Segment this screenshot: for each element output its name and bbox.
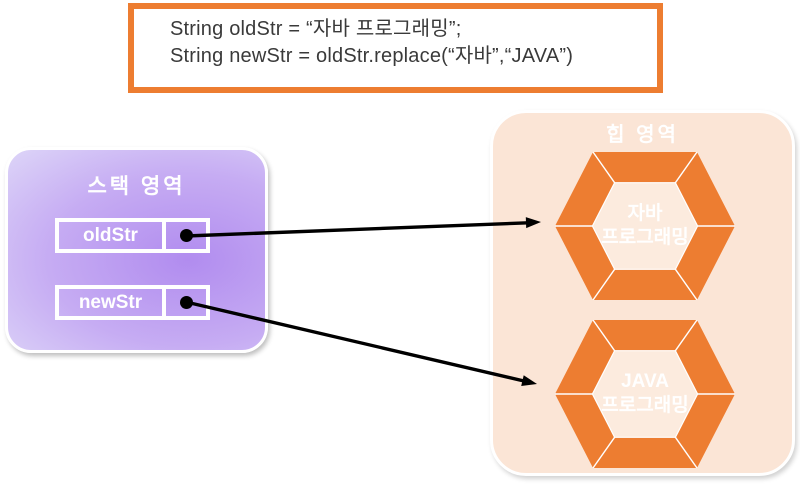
string-value-line: JAVA bbox=[621, 370, 669, 392]
string-value-line: 프로그래밍 bbox=[601, 227, 689, 248]
variable-name-label: newStr bbox=[78, 291, 143, 313]
variable-row-newstr: newStr bbox=[55, 285, 210, 320]
pointer-dot-icon bbox=[179, 229, 193, 242]
hexagon-ring-icon bbox=[555, 152, 735, 300]
string-object-old: 자바 프로그래밍 bbox=[555, 152, 735, 300]
hexagon-ring-icon bbox=[555, 320, 735, 468]
code-line-1: String oldStr = “자바 프로그래밍”; bbox=[170, 18, 462, 40]
stack-region-title: 스택 영역 bbox=[87, 175, 186, 198]
code-snippet-box: String oldStr = “자바 프로그래밍”; String newSt… bbox=[128, 3, 663, 93]
string-value-text: 자바 프로그래밍 bbox=[555, 152, 735, 300]
variable-row-oldstr: oldStr bbox=[55, 218, 210, 253]
stack-region: 스택 영역 oldStr newStr bbox=[5, 147, 268, 353]
pointer-dot-icon bbox=[179, 296, 193, 309]
code-line-2: String newStr = oldStr.replace(“자바”,“JAV… bbox=[170, 45, 574, 67]
heap-region-title: 힙 영역 bbox=[606, 124, 679, 146]
pointer-cell-newstr bbox=[162, 289, 206, 316]
string-value-line: 프로그래밍 bbox=[601, 395, 689, 416]
string-object-new: JAVA 프로그래밍 bbox=[555, 320, 735, 468]
variable-name-label: oldStr bbox=[83, 224, 138, 246]
string-value-line: 자바 bbox=[627, 202, 663, 224]
string-value-text: JAVA 프로그래밍 bbox=[555, 320, 735, 468]
pointer-cell-oldstr bbox=[162, 222, 206, 249]
